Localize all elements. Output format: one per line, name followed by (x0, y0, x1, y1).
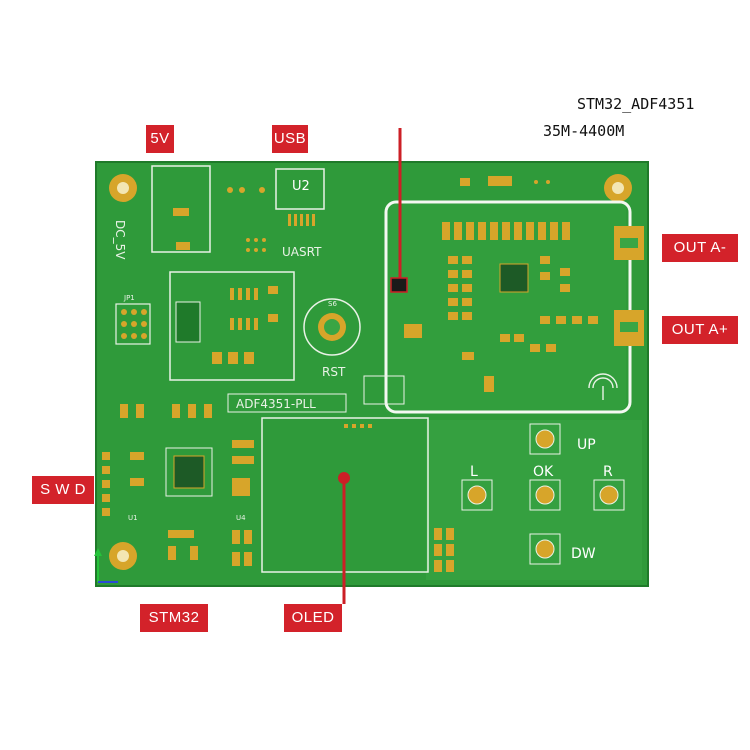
power-callout: 5V (146, 125, 174, 153)
button-footprint-right (593, 479, 625, 511)
out-a-plus-callout: OUT A+ (662, 316, 738, 344)
rf-shield-outline (384, 200, 632, 414)
oled-pointer-dot (338, 472, 350, 484)
dc-jack-pad-2 (176, 242, 190, 250)
stm32-callout: STM32 (140, 604, 208, 632)
antenna-logo (588, 373, 618, 400)
header-u2-pad-b (488, 176, 512, 186)
stm32-chip-outline (165, 447, 213, 497)
swd-callout: S W D (32, 476, 94, 504)
usb-outline (275, 168, 325, 210)
header-u2-pad-a (460, 178, 470, 186)
u1-silk: U1 (128, 514, 138, 522)
adf4351-chip (499, 263, 529, 293)
regulator-inductor (175, 301, 201, 343)
button-footprint-down (529, 533, 561, 565)
s6-silk: S6 (328, 300, 337, 308)
reset-button-footprint (303, 298, 361, 356)
jp1-pins (121, 309, 147, 339)
right-silk: R (603, 464, 613, 480)
mounting-hole-bl (109, 542, 137, 570)
uart-silk: UASRT (282, 245, 322, 259)
button-passives (434, 528, 454, 572)
pll-silk: ADF4351-PLL (236, 397, 316, 411)
button-footprint-left (461, 479, 493, 511)
origin-axis-icon (94, 548, 118, 583)
down-silk: DW (571, 546, 596, 562)
button-footprint-ok (529, 479, 561, 511)
u4-silk: U4 (236, 514, 246, 522)
stm32-chip (173, 455, 205, 489)
out-minus-inner (620, 238, 638, 248)
button-footprint-up (529, 423, 561, 455)
stm32-passives (120, 404, 254, 566)
oled-callout: OLED (284, 604, 342, 632)
board-name-label: STM32_ADF4351 (577, 95, 695, 113)
dc-jack-outline (151, 165, 211, 253)
rst-silk: RST (322, 365, 346, 379)
swd-header-pins (102, 452, 110, 516)
dc-input-silk: DC_5V (113, 220, 127, 260)
jp1-silk: JP1 (123, 294, 135, 302)
u2-silk: U2 (292, 179, 310, 194)
mounting-hole-tl (109, 174, 137, 202)
rf-passives (404, 256, 598, 392)
regulator-outline (169, 271, 295, 381)
oled-pins (344, 424, 372, 428)
usb-pins (288, 214, 315, 226)
pll-label-box (227, 393, 347, 413)
frequency-range-label: 35M-4400M (543, 122, 625, 140)
bottom-header (363, 375, 405, 405)
left-silk: L (470, 464, 478, 480)
jp1-outline (115, 303, 151, 345)
usb-callout: USB (272, 125, 308, 153)
vias (227, 180, 550, 252)
ok-silk: OK (533, 464, 554, 480)
mounting-hole-tr (604, 174, 632, 202)
up-silk: UP (577, 437, 596, 453)
out-a-minus-callout: OUT A- (662, 234, 738, 262)
rf-header-pads (442, 222, 570, 240)
regulator-pads (212, 286, 278, 364)
dc-jack-pad (173, 208, 189, 216)
out-plus-inner (620, 322, 638, 332)
rf-pointer-target (390, 277, 408, 293)
